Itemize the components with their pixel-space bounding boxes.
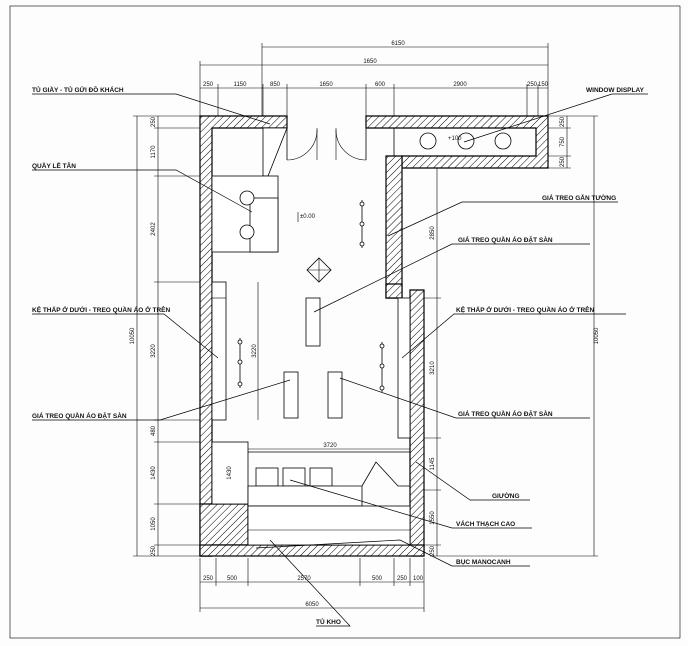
dim-inner-1430: 1430 xyxy=(227,466,233,480)
label-floor-rack-center: GIÁ TREO QUẦN ÁO ĐẶT SÀN xyxy=(458,234,553,244)
center-mark xyxy=(306,257,332,283)
mannequin-icon xyxy=(494,132,512,150)
dim-right-5: 1145 xyxy=(430,457,436,471)
dim-right-0: 250 xyxy=(560,116,566,127)
dim-bottom-4: 250 xyxy=(397,576,408,582)
walls xyxy=(199,115,549,557)
label-storage: TỦ KHO xyxy=(316,617,341,626)
seat-icon xyxy=(309,467,333,487)
dim-bottom-3: 500 xyxy=(372,576,383,582)
dim-top-7: 150 xyxy=(538,82,549,88)
dim-top-sub: 1650 xyxy=(363,59,377,65)
dim-inner-3720: 3720 xyxy=(323,443,337,449)
mannequin-icon xyxy=(419,132,437,150)
dim-bottom-total: 6050 xyxy=(305,602,319,608)
label-shoe-cabinet: TỦ GIẦY - TỦ GỬI ĐỒ KHÁCH xyxy=(32,84,124,94)
hanging-racks xyxy=(237,200,385,392)
top-dimensions: 6150 1650 250 1150 850 1650 600 2900 250… xyxy=(199,41,549,118)
dim-top-3: 1650 xyxy=(319,82,333,88)
entrance-door xyxy=(286,128,367,161)
dim-right-2: 250 xyxy=(560,156,566,167)
dim-bottom-1: 500 xyxy=(227,576,238,582)
floor-rack-right xyxy=(327,371,343,419)
dim-inner-3220: 3220 xyxy=(252,344,258,358)
label-low-shelf-left: KỆ THẤP Ở DƯỚI - TREO QUẦN ÁO Ở TRÊN xyxy=(32,304,170,314)
left-dimensions: 10050 250 1170 2402 3220 480 1430 1050 2… xyxy=(130,115,200,557)
seat-icon xyxy=(255,467,279,487)
leader-lines xyxy=(32,93,648,627)
dim-top-1: 1150 xyxy=(234,82,248,88)
dim-top-2: 850 xyxy=(270,82,281,88)
floor-rack-left xyxy=(283,371,299,419)
label-wall-rack: GIÁ TREO GẮN TƯỜNG xyxy=(542,193,616,202)
dim-right-3: 2850 xyxy=(430,226,436,240)
dim-left-2: 2402 xyxy=(151,222,157,236)
label-low-shelf-right: KỆ THẤP Ở DƯỚI - TREO QUẦN ÁO Ở TRÊN xyxy=(456,304,594,314)
label-floor-rack-right: GIÁ TREO QUẦN ÁO ĐẶT SÀN xyxy=(458,408,553,418)
low-shelf-left xyxy=(211,281,227,421)
dim-top-total: 6150 xyxy=(391,41,405,47)
dim-top-5: 2900 xyxy=(453,82,467,88)
label-reception: QUẦY LỄ TÂN xyxy=(32,160,76,170)
storage-room xyxy=(247,505,411,546)
label-gypsum-wall: VÁCH THẠCH CAO xyxy=(456,519,515,528)
label-window-display: WINDOW DISPLAY xyxy=(586,87,645,94)
right-dimensions: 10050 250 750 250 2850 3210 1145 1550 25… xyxy=(410,115,600,557)
dim-top-4: 600 xyxy=(375,82,386,88)
label-mannequin-platform: BỤC MANOCANH xyxy=(456,559,511,566)
shoe-cabinet xyxy=(262,127,288,177)
dim-bottom-0: 250 xyxy=(203,576,214,582)
label-rack-left: GIÁ TREO QUẦN ÁO ĐẶT SÀN xyxy=(32,410,127,420)
dim-left-4: 480 xyxy=(151,425,157,436)
dim-right-1: 750 xyxy=(560,136,566,147)
dim-left-1: 1170 xyxy=(151,145,157,159)
dim-right-4: 3210 xyxy=(430,361,436,375)
reception-counter xyxy=(211,175,279,253)
dim-left-total: 10050 xyxy=(130,327,136,344)
dim-right-total: 10050 xyxy=(594,327,600,344)
dim-top-0: 250 xyxy=(203,82,214,88)
low-shelf-right xyxy=(397,297,411,439)
dim-left-3: 3220 xyxy=(151,344,157,358)
dim-left-7: 250 xyxy=(151,545,157,556)
bottom-dimensions: 250 500 2570 500 250 100 6050 xyxy=(199,558,425,612)
stool-icon xyxy=(239,190,255,206)
fitting-area: 1430 xyxy=(211,441,411,546)
dim-right-6: 1550 xyxy=(430,511,436,525)
floor-rack-center xyxy=(305,297,321,347)
dim-left-5: 1430 xyxy=(151,466,157,480)
dim-right-7: 250 xyxy=(430,545,436,556)
label-shoes: GIƯỜNG xyxy=(492,491,520,500)
dim-bottom-5: 100 xyxy=(413,576,424,582)
dim-left-6: 1050 xyxy=(151,517,157,531)
dim-bottom-2: 2570 xyxy=(297,576,311,582)
dim-top-6: 250 xyxy=(527,82,538,88)
stool-icon xyxy=(239,224,255,240)
dim-left-0: 250 xyxy=(151,116,157,127)
drawing-frame xyxy=(9,5,681,639)
level-mark-display: +100 xyxy=(448,136,462,142)
level-mark: ±0.00 xyxy=(300,214,316,220)
